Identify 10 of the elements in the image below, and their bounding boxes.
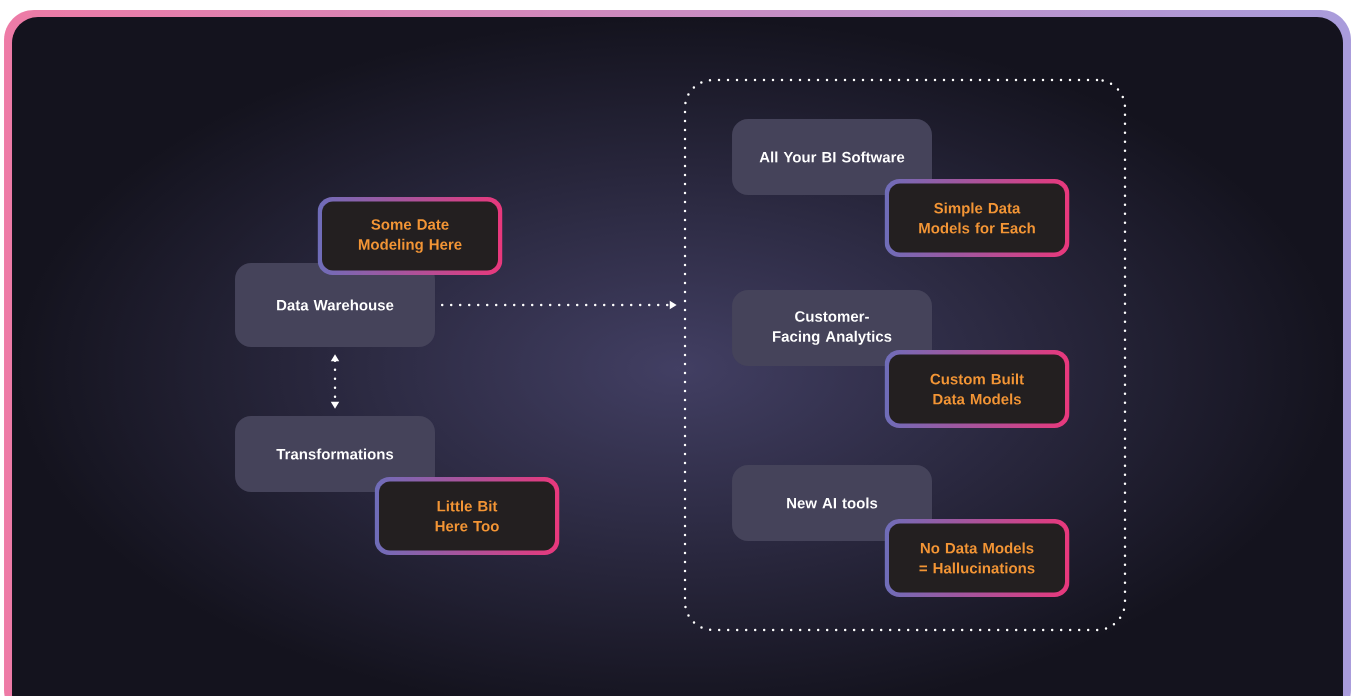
process-box: Customer-Facing Analytics	[732, 290, 932, 366]
highlight-box: Some Date Modeling Here	[322, 201, 498, 271]
process-box: All Your BI Software	[732, 119, 932, 195]
highlight-box: Custom Built Data Models	[889, 354, 1065, 424]
highlight-box: Simple Data Models for Each	[889, 183, 1065, 253]
highlight-box: No Data Models = Hallucinations	[889, 523, 1065, 593]
process-box: New AI tools	[732, 465, 932, 541]
highlight-box: Little Bit Here Too	[379, 481, 555, 551]
dotted-container	[683, 78, 1127, 632]
process-box: Transformations	[235, 416, 435, 492]
